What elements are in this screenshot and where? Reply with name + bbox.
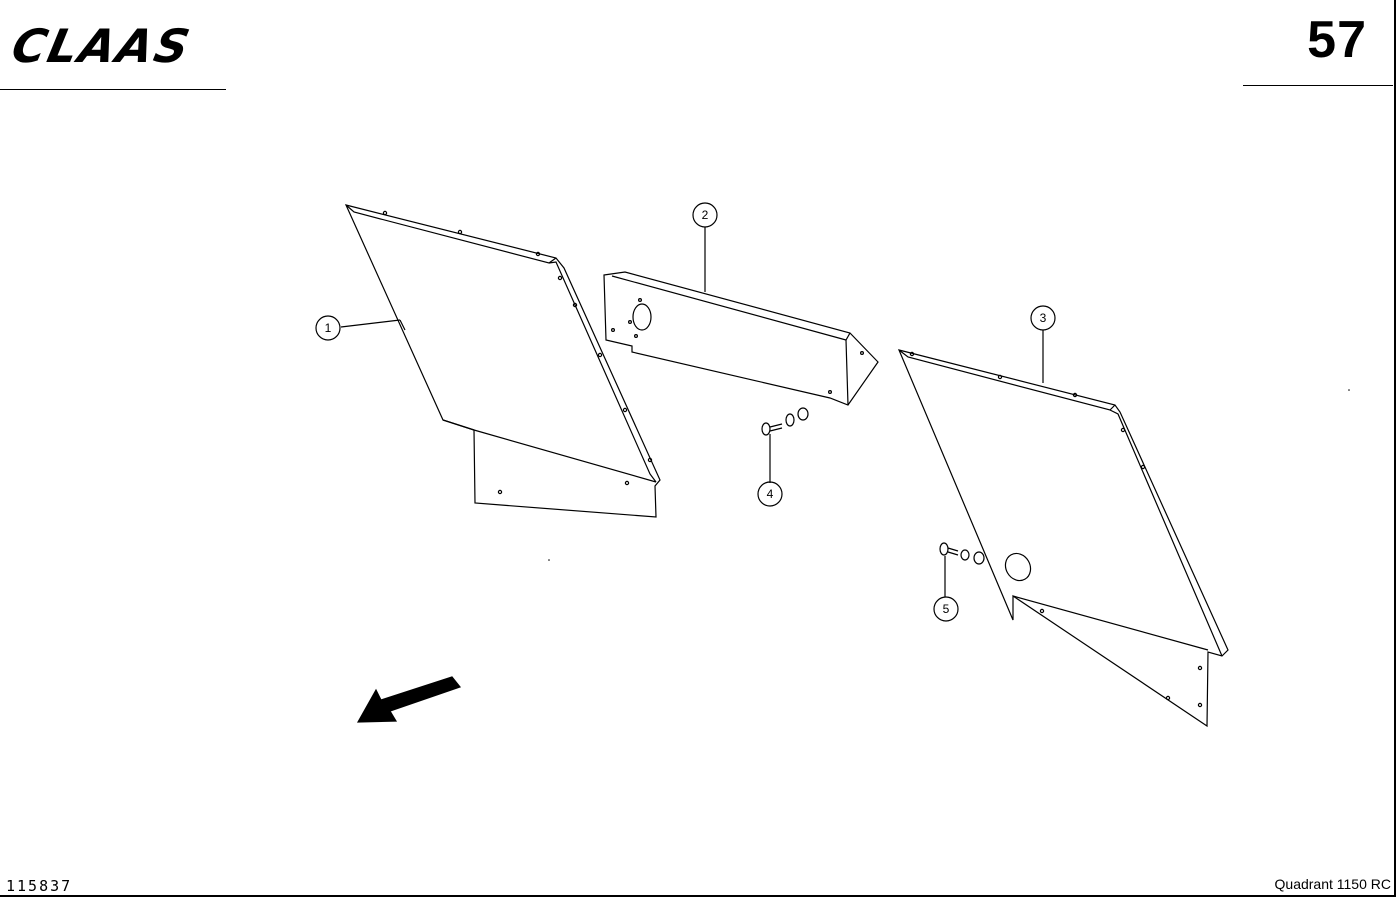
model-label: Quadrant 1150 RC	[1274, 876, 1391, 892]
claas-logo: CLAAS	[7, 22, 196, 68]
drawing-number: 115837	[6, 877, 73, 895]
speck	[548, 559, 550, 561]
part-3-right-panel	[897, 349, 1229, 728]
speck	[1348, 389, 1350, 391]
part-1-left-panel	[344, 204, 661, 518]
page-number: 57	[1307, 11, 1367, 69]
header-rule-right	[1243, 85, 1393, 86]
leader-lines	[340, 227, 1044, 383]
svg-text:3: 3	[1040, 311, 1047, 325]
callout-2: 2	[692, 202, 718, 228]
arrow-down-left-icon	[356, 676, 462, 723]
part-2-middle-bracket	[603, 271, 879, 406]
callout-3: 3	[1030, 305, 1056, 331]
svg-text:1: 1	[325, 321, 332, 335]
part-4-fastener-set	[761, 407, 809, 483]
callout-4: 4	[757, 481, 783, 507]
svg-text:5: 5	[943, 602, 950, 616]
svg-text:4: 4	[767, 487, 774, 501]
svg-text:CLAAS: CLAAS	[7, 22, 196, 68]
part-5-fastener-set	[939, 542, 985, 597]
svg-text:2: 2	[702, 208, 709, 222]
header-rule-left	[0, 89, 226, 90]
callout-1: 1	[315, 315, 341, 341]
callout-5: 5	[933, 596, 959, 622]
